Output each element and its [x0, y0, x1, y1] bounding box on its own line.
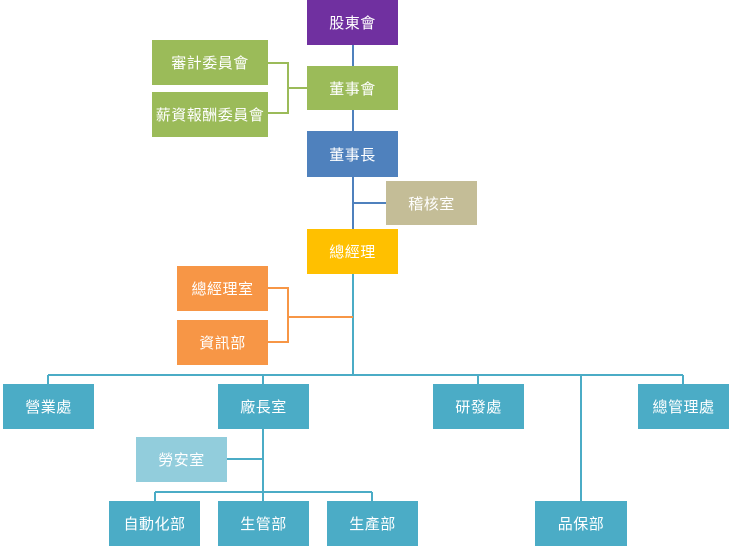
node-labor-safety-office: 勞安室 — [136, 437, 227, 482]
node-plant-manager-office: 廠長室 — [218, 384, 309, 429]
node-sales-division-label: 營業處 — [25, 398, 72, 416]
node-audit-office-label: 稽核室 — [408, 194, 455, 213]
node-general-manager: 總經理 — [307, 229, 398, 274]
node-general-manager-label: 總經理 — [329, 243, 376, 261]
node-audit-committee-label: 審計委員會 — [171, 54, 249, 72]
node-general-admin-division-label: 總管理處 — [652, 398, 715, 416]
node-production-department-label: 生產部 — [349, 515, 396, 533]
node-automation-department-label: 自動化部 — [123, 515, 186, 533]
node-it-department: 資訊部 — [177, 320, 268, 365]
node-shareholders: 股東會 — [307, 0, 398, 45]
node-general-admin-division: 總管理處 — [638, 384, 729, 429]
node-rd-division: 研發處 — [433, 384, 524, 429]
connector-gm-staff — [268, 287, 353, 343]
node-plant-manager-office-label: 廠長室 — [240, 398, 287, 416]
node-quality-assurance-department-label: 品保部 — [557, 515, 605, 533]
connector-committees — [268, 62, 308, 114]
node-production-department: 生產部 — [327, 501, 418, 546]
node-compensation-committee: 薪資報酬委員會 — [152, 92, 268, 137]
node-chairman-label: 董事長 — [329, 145, 376, 164]
node-it-department-label: 資訊部 — [199, 334, 246, 352]
node-audit-committee: 審計委員會 — [152, 40, 268, 85]
node-quality-assurance-department: 品保部 — [535, 501, 627, 546]
node-rd-division-label: 研發處 — [455, 398, 502, 416]
node-automation-department: 自動化部 — [109, 501, 200, 546]
node-production-control-department-label: 生管部 — [240, 515, 287, 533]
node-gm-office-label: 總經理室 — [191, 280, 254, 298]
node-production-control-department: 生管部 — [218, 501, 309, 546]
node-board-label: 董事會 — [329, 79, 376, 98]
node-board: 董事會 — [307, 66, 398, 110]
node-sales-division: 營業處 — [3, 384, 94, 429]
node-chairman: 董事長 — [307, 131, 398, 177]
node-audit-office: 稽核室 — [386, 181, 477, 225]
node-compensation-committee-label: 薪資報酬委員會 — [155, 106, 265, 124]
node-labor-safety-office-label: 勞安室 — [158, 451, 205, 469]
node-gm-office: 總經理室 — [177, 266, 268, 311]
node-shareholders-label: 股東會 — [329, 14, 376, 32]
